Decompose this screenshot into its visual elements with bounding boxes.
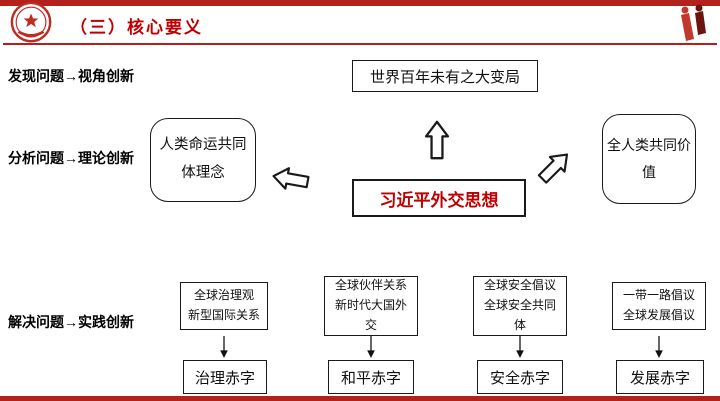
box-diplomatic-thought: 习近平外交思想 [352, 179, 526, 217]
league-emblem-icon [6, 1, 58, 52]
top-border [0, 0, 720, 6]
down-arrow-icon [218, 336, 230, 363]
page-title: （三）核心要义 [70, 18, 203, 37]
box-common-values: 全人类共同价 值 [602, 114, 696, 204]
box-global-security: 全球安全倡议 全球安全共同 体 [473, 276, 567, 336]
down-arrow-icon [514, 336, 526, 363]
label-analyze-problems: 分析问题→理论创新 [8, 150, 134, 166]
box-peace-deficit: 和平赤字 [328, 360, 414, 394]
bottom-border [0, 396, 720, 401]
box-global-governance: 全球治理观 新型国际关系 [180, 282, 268, 330]
box-security-deficit: 安全赤字 [477, 360, 563, 394]
box-global-partnership: 全球伙伴关系 新时代大国外 交 [324, 276, 418, 336]
header-divider [3, 43, 717, 45]
box-development-deficit: 发展赤字 [616, 360, 704, 394]
down-arrow-icon [653, 336, 665, 363]
hollow-diagonal-arrow-icon [529, 145, 576, 192]
hollow-up-arrow-icon [424, 120, 450, 165]
figures-logo-icon [672, 3, 712, 48]
box-world-changes: 世界百年未有之大变局 [352, 60, 538, 92]
box-belt-and-road: 一带一路倡议 全球发展倡议 [612, 282, 706, 330]
down-arrow-icon [365, 336, 377, 363]
hollow-left-arrow-icon [270, 164, 317, 195]
label-solve-problems: 解决问题→实践创新 [8, 314, 134, 330]
box-governance-deficit: 治理赤字 [183, 360, 267, 394]
box-community-shared-future: 人类命运共同 体理念 [150, 118, 256, 202]
label-discover-problems: 发现问题→视角创新 [8, 68, 134, 84]
